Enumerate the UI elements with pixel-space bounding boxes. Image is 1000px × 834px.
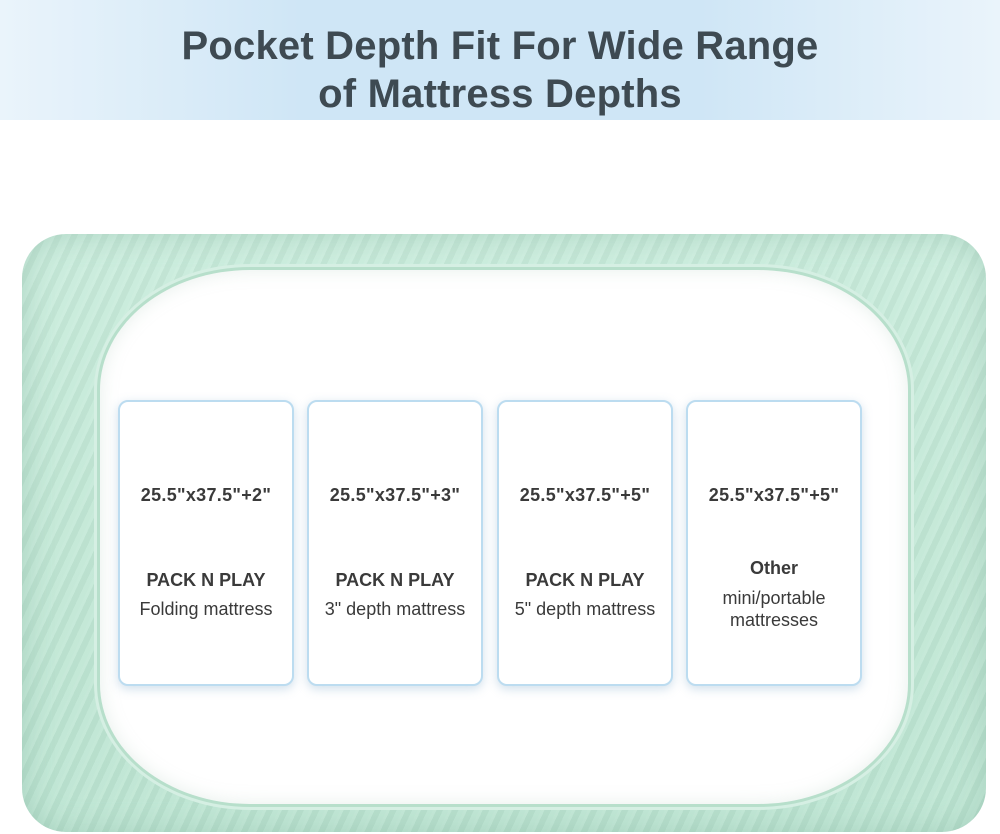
size-card-3in: 25.5"x37.5"+3" PACK N PLAY 3" depth matt…: [307, 400, 483, 686]
card-name: Other: [749, 558, 798, 578]
card-name: PACK N PLAY: [335, 570, 455, 590]
title-banner: Pocket Depth Fit For Wide Range of Mattr…: [0, 0, 1000, 120]
size-card-other: 25.5"x37.5"+5" Other mini/portable mattr…: [686, 400, 862, 686]
card-size: 25.5"x37.5"+2": [140, 485, 272, 505]
card-description: 3" depth mattress: [324, 599, 466, 619]
card-name: PACK N PLAY: [146, 570, 266, 590]
title-line-1: Pocket Depth Fit For Wide Range: [181, 24, 819, 68]
card-description: mini/portable mattresses: [722, 588, 826, 630]
page-title: Pocket Depth Fit For Wide Range of Mattr…: [0, 22, 1000, 118]
size-card-folding: 25.5"x37.5"+2" PACK N PLAY Folding mattr…: [118, 400, 294, 686]
title-line-2: of Mattress Depths: [318, 72, 682, 116]
card-name: PACK N PLAY: [525, 570, 645, 590]
card-description: Folding mattress: [139, 599, 273, 619]
size-card-5in: 25.5"x37.5"+5" PACK N PLAY 5" depth matt…: [497, 400, 673, 686]
card-size: 25.5"x37.5"+3": [329, 485, 461, 505]
card-description: 5" depth mattress: [514, 599, 656, 619]
card-size: 25.5"x37.5"+5": [708, 485, 840, 505]
card-size: 25.5"x37.5"+5": [519, 485, 651, 505]
